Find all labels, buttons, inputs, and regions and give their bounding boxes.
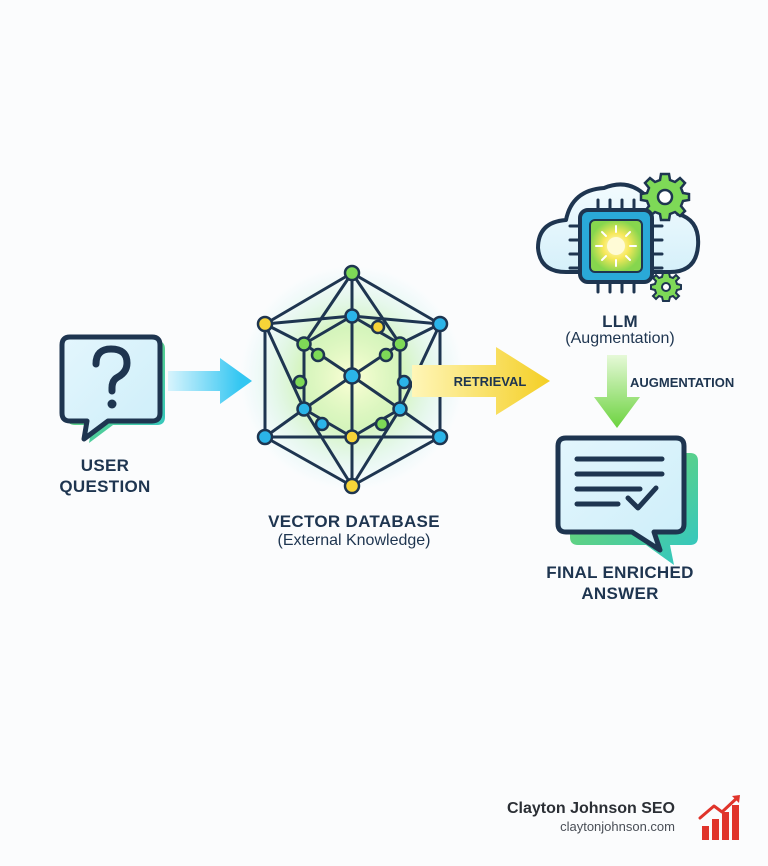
vector-database-label: VECTOR DATABASE <box>268 512 440 531</box>
llm-sublabel: (Augmentation) <box>565 330 675 347</box>
user-question-icon <box>59 334 165 443</box>
brand-chart-logo <box>698 795 740 840</box>
question-to-database-arrow <box>168 358 252 404</box>
user-question-label: USER QUESTION <box>40 455 170 497</box>
final-answer-label: FINAL ENRICHED ANSWER <box>505 562 735 604</box>
chip-icon <box>568 198 664 294</box>
vector-database-icon <box>240 264 464 495</box>
final-answer-label-line1: FINAL ENRICHED <box>546 563 694 582</box>
retrieval-edge-label: RETRIEVAL <box>453 374 527 389</box>
brand-name: Clayton Johnson SEO <box>506 800 675 817</box>
augmentation-arrow <box>594 355 640 428</box>
retrieval-arrow <box>412 347 550 415</box>
final-answer-label-line2: ANSWER <box>581 584 659 603</box>
brand-url: claytonjohnson.com <box>560 819 675 834</box>
small-gear-icon <box>650 272 682 302</box>
augmentation-edge-label: AUGMENTATION <box>630 375 735 390</box>
vector-database-sublabel: (External Knowledge) <box>277 532 431 549</box>
final-answer-icon <box>555 435 698 565</box>
user-question-label-line2: QUESTION <box>59 477 151 496</box>
llm-label: LLM <box>602 312 638 331</box>
gear-icon <box>639 172 691 222</box>
user-question-label-line1: USER <box>80 456 130 475</box>
